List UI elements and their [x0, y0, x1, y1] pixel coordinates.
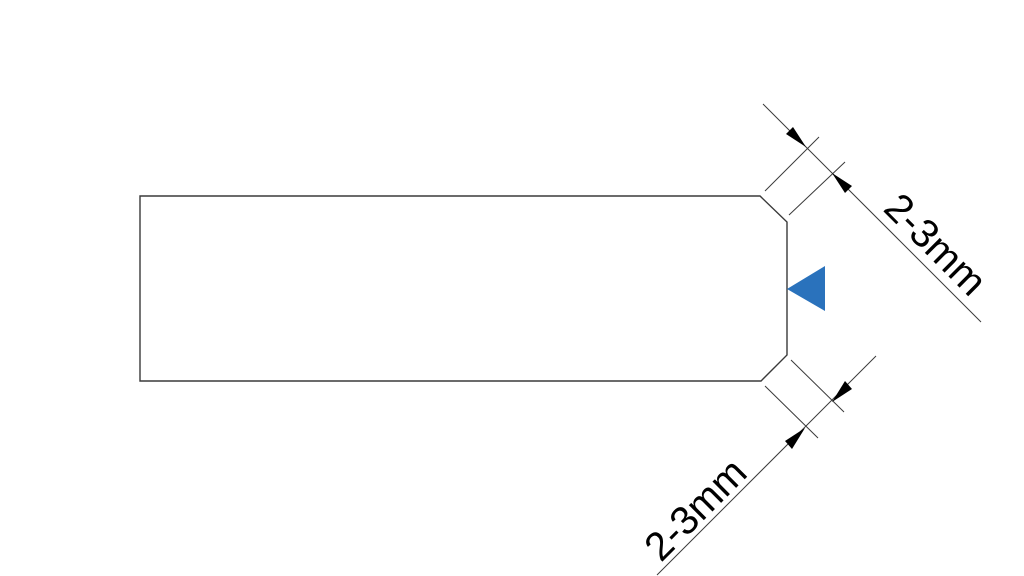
arrowhead-icon: [785, 428, 805, 449]
extension-line: [788, 161, 846, 216]
extension-line: [764, 136, 820, 192]
extension-line: [764, 385, 819, 439]
arrowhead-icon: [832, 173, 852, 193]
extension-line: [790, 359, 845, 413]
arrowhead-icon: [832, 381, 852, 402]
part-outline: [139, 195, 788, 382]
dimension-label: 2-3mm: [636, 450, 755, 569]
reference-triangle-icon: [787, 266, 825, 311]
dimension-label: 2-3mm: [876, 185, 995, 304]
arrowhead-icon: [786, 127, 806, 147]
bottom-chamfer-dimension: 2-3mm: [636, 355, 877, 576]
